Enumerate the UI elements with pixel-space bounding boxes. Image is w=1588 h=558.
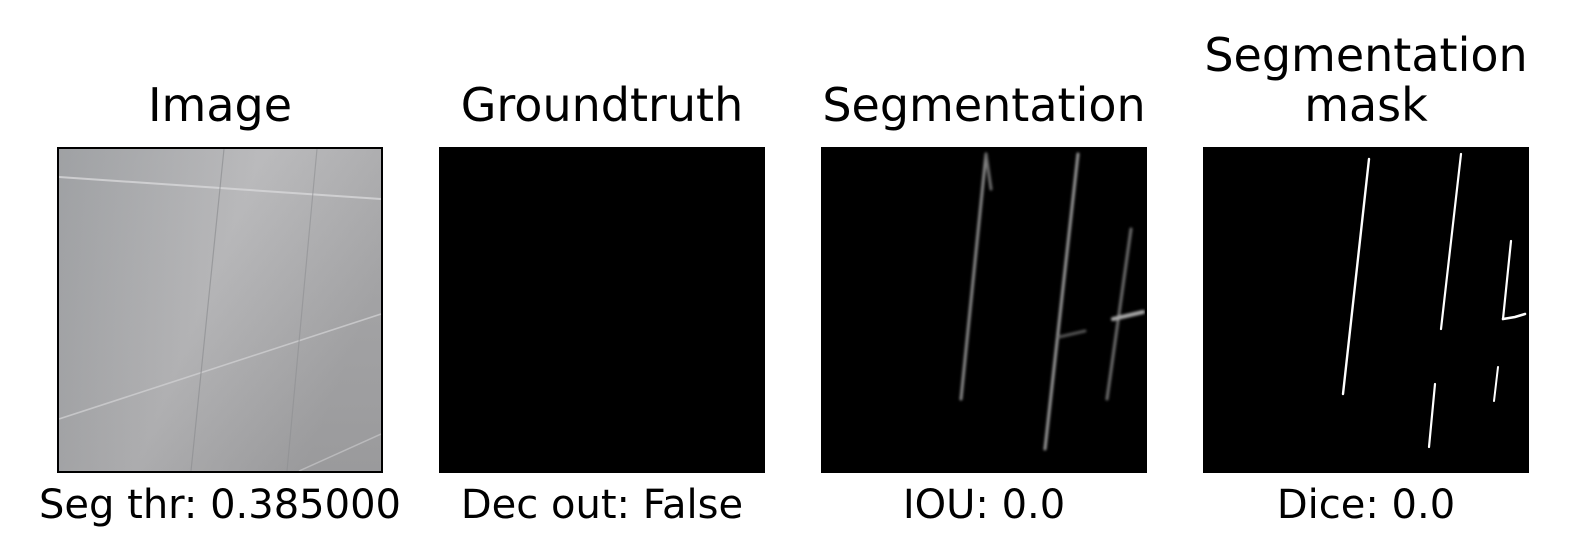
panel-segmentation: Segmentation IOU: 0.0 [821,0,1147,558]
panel-caption: Dice: 0.0 [1276,482,1456,528]
panel-image: Image Seg thr: 0.385000 [39,0,401,558]
panel-caption: IOU: 0.0 [902,482,1066,528]
panel-title: Segmentation mask [1204,28,1528,132]
panel-segmentation-mask: Segmentation mask Dice: 0.0 [1203,0,1529,558]
panel-title: Image [147,78,293,132]
segmentation-image [821,147,1147,473]
panel-caption: Seg thr: 0.385000 [39,482,401,528]
panel-caption: Dec out: False [460,482,744,528]
panel-title: Segmentation [822,78,1146,132]
groundtruth-image [439,147,765,473]
panel-title: Groundtruth [460,78,744,132]
segmentation-mask-image [1203,147,1529,473]
input-image [57,147,383,473]
panel-groundtruth: Groundtruth Dec out: False [439,0,765,558]
